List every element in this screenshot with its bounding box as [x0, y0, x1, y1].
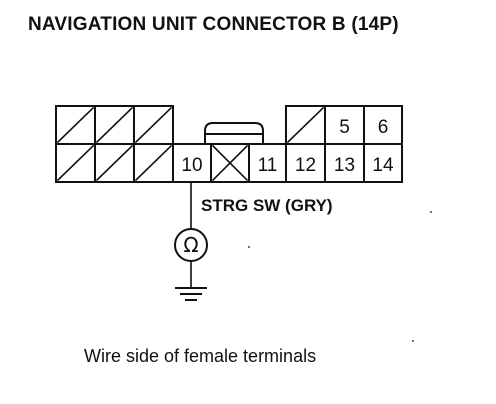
diagram-caption: Wire side of female terminals	[84, 346, 317, 366]
pin-5-label: 5	[339, 117, 350, 138]
connector-right-block	[285, 105, 403, 183]
pin-10-label: 10	[181, 155, 202, 176]
connector-lock-tab-icon	[204, 122, 264, 145]
unused-cavity-hatch	[286, 106, 325, 144]
ground-icon	[175, 287, 207, 301]
pin-14-label: 14	[372, 155, 394, 176]
unused-cavity-hatch	[134, 106, 173, 144]
unused-cavity-hatch	[134, 144, 173, 182]
pin-6-label: 6	[378, 117, 389, 138]
blocked-cavity-cross	[211, 144, 249, 182]
pin-13-label: 13	[334, 155, 355, 176]
wire-label: STRG SW (GRY)	[201, 196, 333, 215]
ohm-symbol: Ω	[183, 233, 198, 257]
unused-cavity-hatch	[95, 144, 134, 182]
diagram-title: NAVIGATION UNIT CONNECTOR B (14P)	[28, 14, 399, 35]
pin-11-label: 11	[258, 155, 278, 176]
unused-cavity-hatch	[56, 144, 95, 182]
pin-12-label: 12	[295, 155, 316, 176]
unused-cavity-hatch	[95, 106, 134, 144]
print-speck	[248, 246, 250, 248]
unused-cavity-hatch	[56, 106, 95, 144]
print-speck	[412, 340, 414, 342]
connector-left-block	[55, 105, 174, 183]
print-speck	[430, 211, 432, 213]
